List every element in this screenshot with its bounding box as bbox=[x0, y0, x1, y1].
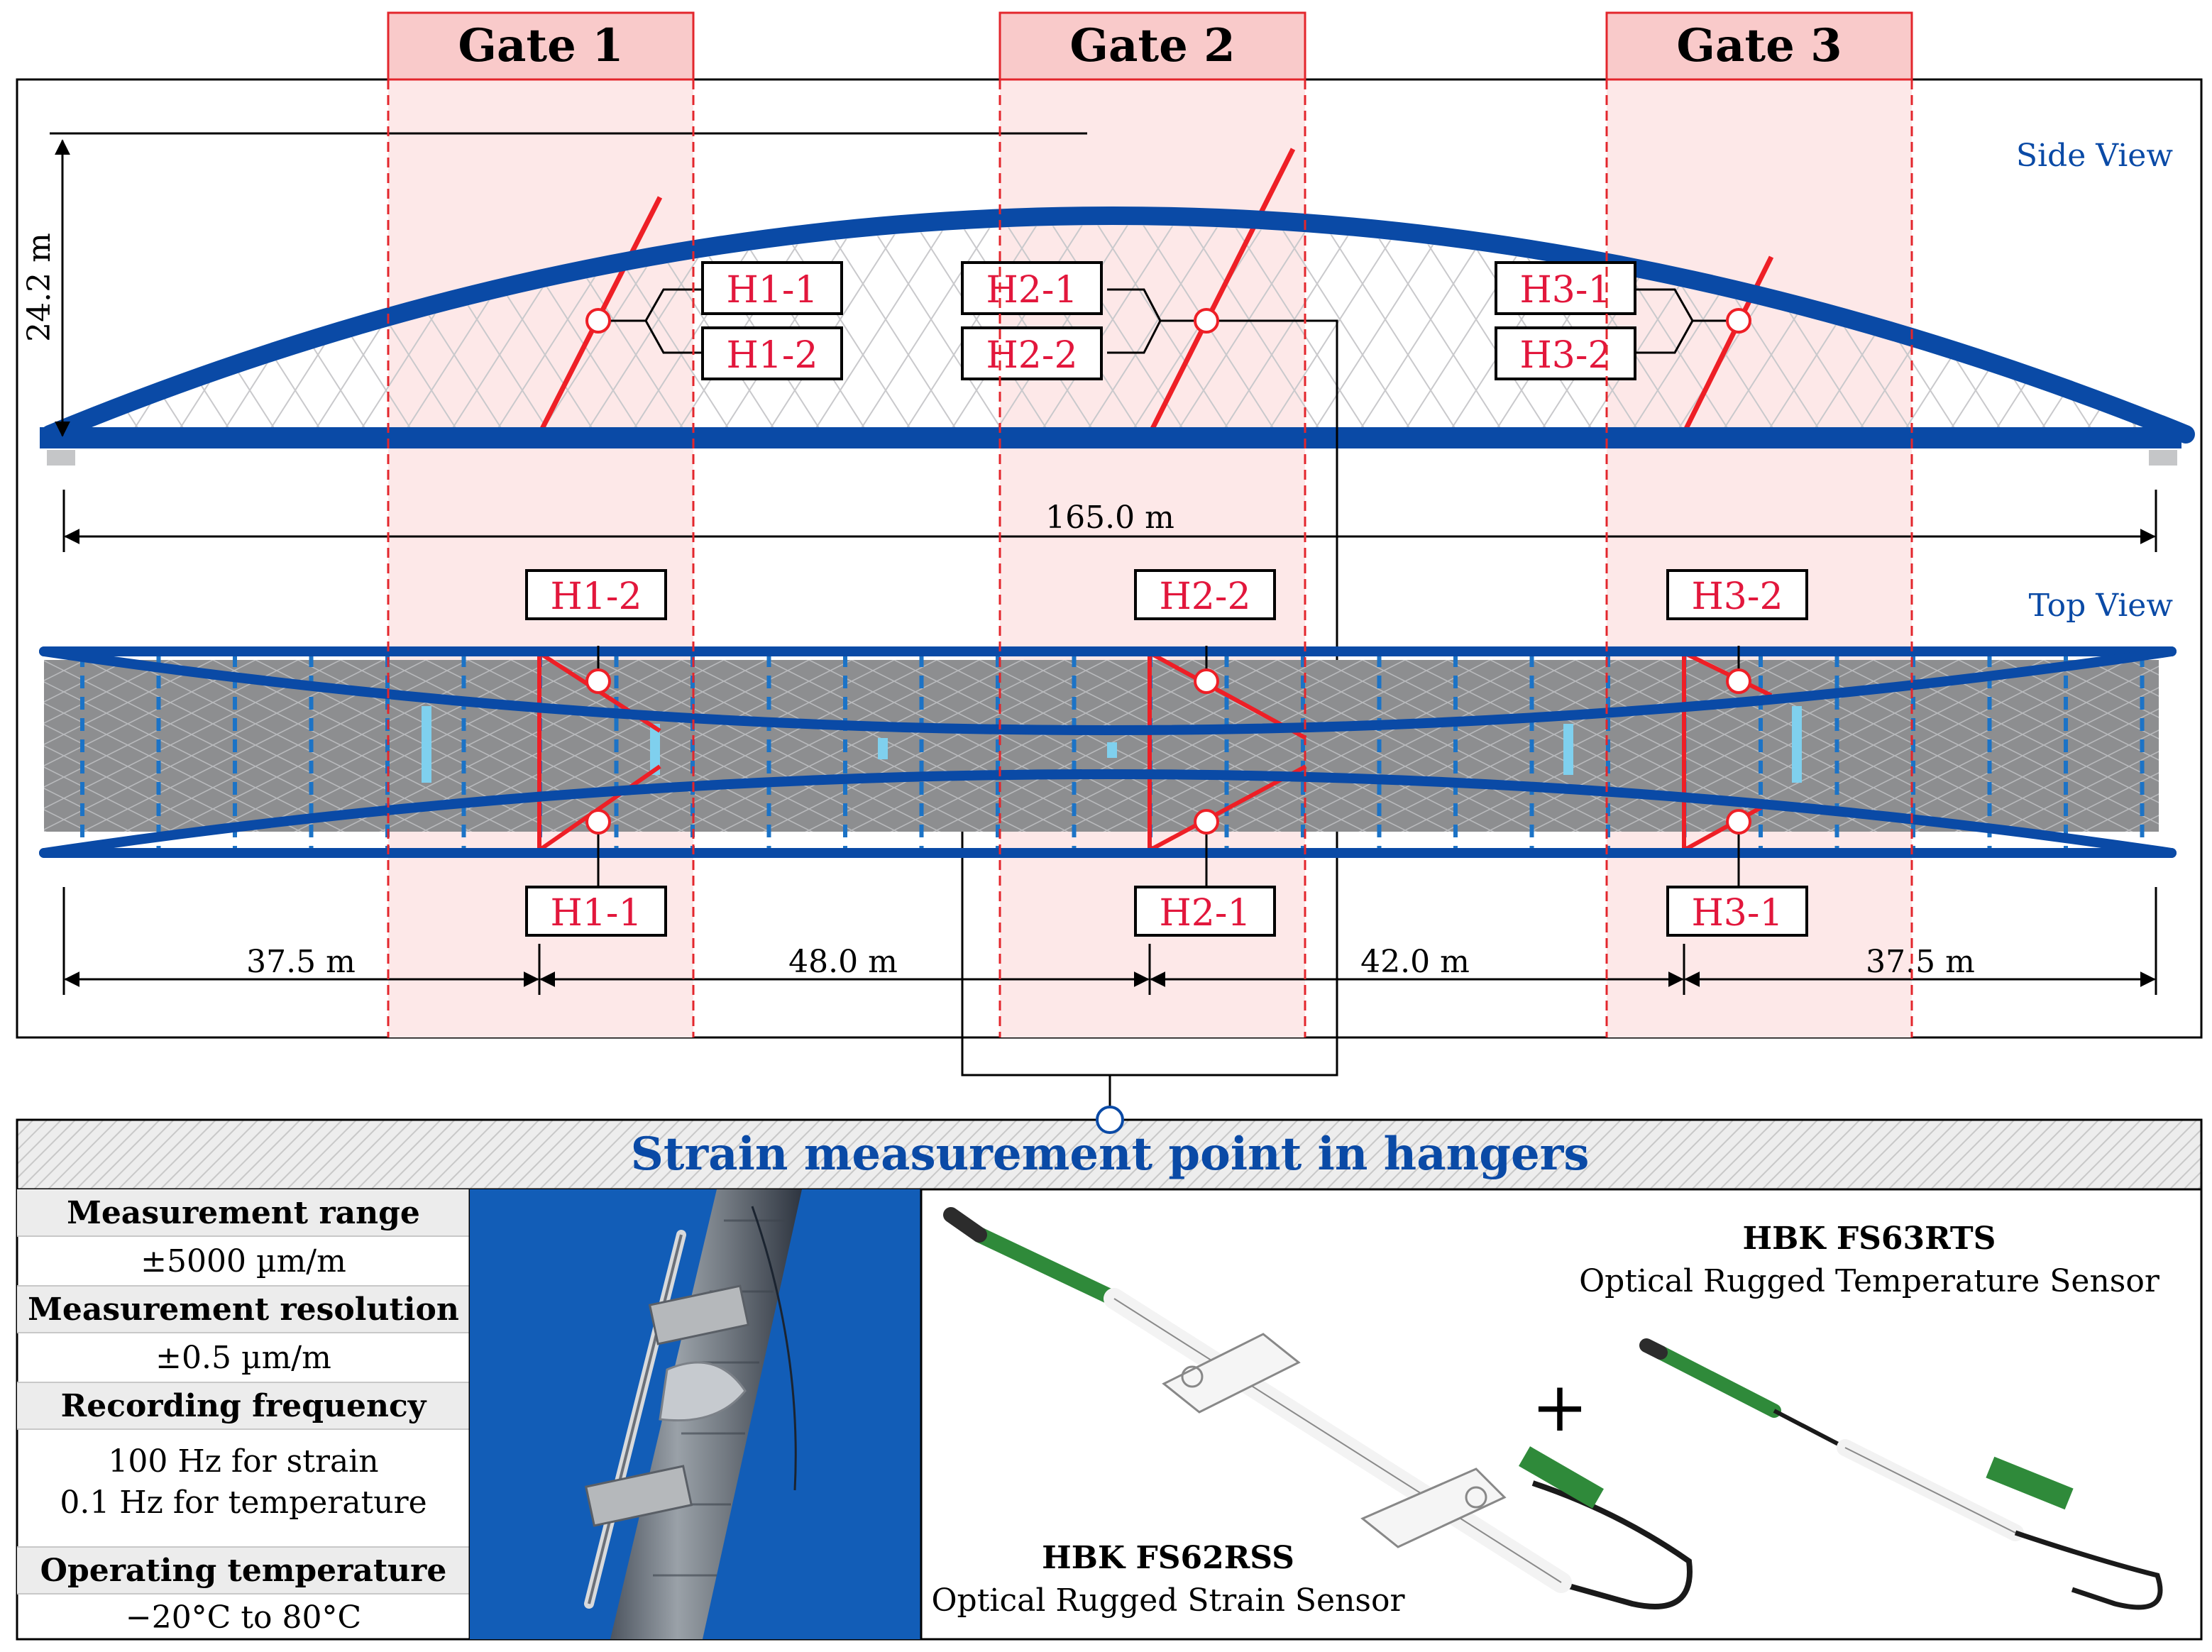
top-tag-h3-2: H3-2 bbox=[1691, 576, 1783, 618]
gate-3-label: Gate 3 bbox=[1676, 19, 1842, 72]
side-tag-h2-1: H2-1 bbox=[986, 269, 1077, 312]
top-tag-h3-1: H3-1 bbox=[1691, 892, 1783, 935]
top-tag-h2-1: H2-1 bbox=[1159, 892, 1250, 935]
side-tag-h3-2: H3-2 bbox=[1519, 334, 1611, 377]
strain-sensor-model: HBK FS62RSS bbox=[1042, 1540, 1294, 1576]
top-sensor-points bbox=[585, 668, 1751, 835]
hanger-gate-2 bbox=[1148, 148, 1296, 433]
side-tag-h3-1: H3-1 bbox=[1519, 269, 1611, 312]
right-bearing bbox=[2149, 450, 2177, 466]
top-view-label: Top View bbox=[2029, 588, 2174, 624]
spec-resolution-value: ±0.5 µm/m bbox=[155, 1340, 331, 1376]
panel-title: Strain measurement point in hangers bbox=[631, 1128, 1590, 1181]
spec-range-head: Measurement range bbox=[67, 1195, 420, 1231]
spec-table bbox=[16, 1188, 471, 1641]
gate-1-zone bbox=[388, 79, 693, 1037]
top-cross-beams bbox=[80, 654, 2145, 850]
gate-headers bbox=[387, 11, 1913, 81]
gate-boundaries bbox=[387, 79, 1913, 1037]
side-tag-h2-2: H2-2 bbox=[986, 334, 1077, 377]
seg-label-1: 37.5 m bbox=[246, 944, 356, 980]
gate-3-zone bbox=[1607, 79, 1912, 1037]
strain-sensor-illustration bbox=[943, 1207, 1693, 1609]
spec-temperature-head: Operating temperature bbox=[40, 1553, 447, 1589]
side-tag-h1-1: H1-1 bbox=[726, 269, 818, 312]
side-label-boxes bbox=[701, 261, 1636, 380]
strain-sensor-desc: Optical Rugged Strain Sensor bbox=[931, 1582, 1405, 1619]
spec-temperature-value: −20°C to 80°C bbox=[126, 1599, 361, 1636]
top-tag-h1-2: H1-2 bbox=[550, 576, 642, 618]
height-label: 24.2 m bbox=[21, 233, 57, 342]
top-arch-ribs bbox=[39, 646, 2177, 858]
gate-1-label: Gate 1 bbox=[458, 19, 623, 72]
plus-sign: + bbox=[1531, 1367, 1588, 1447]
gate-zones bbox=[388, 79, 1912, 1037]
temperature-sensor-illustration bbox=[1639, 1338, 2163, 1610]
seg-label-3: 42.0 m bbox=[1360, 944, 1470, 980]
temp-sensor-desc: Optical Rugged Temperature Sensor bbox=[1579, 1263, 2160, 1299]
spec-frequency-head: Recording frequency bbox=[61, 1388, 427, 1424]
spec-frequency-value-2: 0.1 Hz for temperature bbox=[60, 1485, 427, 1521]
gate-2-label: Gate 2 bbox=[1069, 19, 1235, 72]
seg-label-2: 48.0 m bbox=[788, 944, 898, 980]
temp-sensor-model: HBK FS63RTS bbox=[1743, 1221, 1996, 1257]
spec-range-value: ±5000 µm/m bbox=[141, 1243, 346, 1279]
top-tag-h1-1: H1-1 bbox=[550, 892, 642, 935]
hanger-sensor-photo bbox=[470, 1189, 921, 1639]
top-tag-h2-2: H2-2 bbox=[1159, 576, 1250, 618]
side-sensor-points bbox=[585, 308, 1751, 334]
top-struts bbox=[422, 706, 1802, 783]
top-deck-bracing bbox=[44, 660, 2159, 832]
deck-beam bbox=[40, 427, 2181, 448]
span-label: 165.0 m bbox=[1045, 500, 1174, 536]
spec-frequency-value-1: 100 Hz for strain bbox=[108, 1443, 378, 1480]
spec-resolution-head: Measurement resolution bbox=[28, 1292, 459, 1328]
top-label-boxes bbox=[525, 569, 1808, 937]
panel-connector-dot bbox=[1096, 1106, 1124, 1134]
seg-label-4: 37.5 m bbox=[1866, 944, 1975, 980]
left-bearing bbox=[47, 450, 75, 466]
side-tag-h1-2: H1-2 bbox=[726, 334, 818, 377]
arch-rib bbox=[40, 206, 2195, 444]
side-view-label: Side View bbox=[2016, 138, 2174, 174]
